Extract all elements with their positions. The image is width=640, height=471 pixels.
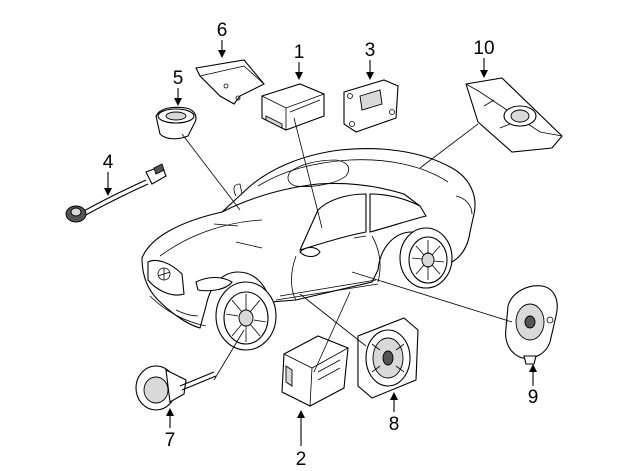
callout-7: 7 xyxy=(165,430,176,451)
car-illustration xyxy=(141,148,476,351)
leader-1 xyxy=(293,117,323,229)
part-5-tweeter xyxy=(155,106,197,140)
callout-arrows xyxy=(104,40,537,446)
part-10-subwoofer-housing xyxy=(465,77,563,153)
part-9-rear-speaker xyxy=(505,285,558,365)
callout-6: 6 xyxy=(217,20,228,41)
leader-2 xyxy=(313,291,351,373)
leader-9 xyxy=(351,271,513,323)
callout-3: 3 xyxy=(365,40,376,61)
part-4-cable-sensor xyxy=(65,163,167,223)
part-7-speaker xyxy=(135,365,217,411)
part-3-control-unit xyxy=(343,79,399,133)
callout-9: 9 xyxy=(528,387,539,408)
leader-lines xyxy=(181,117,513,381)
callout-labels: 1 2 3 4 5 6 7 8 9 10 xyxy=(103,20,539,470)
part-2-module xyxy=(281,335,349,407)
leader-7 xyxy=(213,329,245,381)
leader-8 xyxy=(299,293,367,347)
part-1-amplifier xyxy=(261,83,325,131)
callout-10: 10 xyxy=(473,38,494,59)
leader-5 xyxy=(181,133,241,211)
callout-1: 1 xyxy=(294,42,305,63)
callout-2: 2 xyxy=(296,449,307,470)
leader-10 xyxy=(419,123,479,169)
part-6-bracket xyxy=(195,59,265,105)
callout-5: 5 xyxy=(173,68,184,89)
callout-8: 8 xyxy=(389,414,400,435)
callout-4: 4 xyxy=(103,152,114,173)
part-8-door-speaker xyxy=(357,317,419,399)
